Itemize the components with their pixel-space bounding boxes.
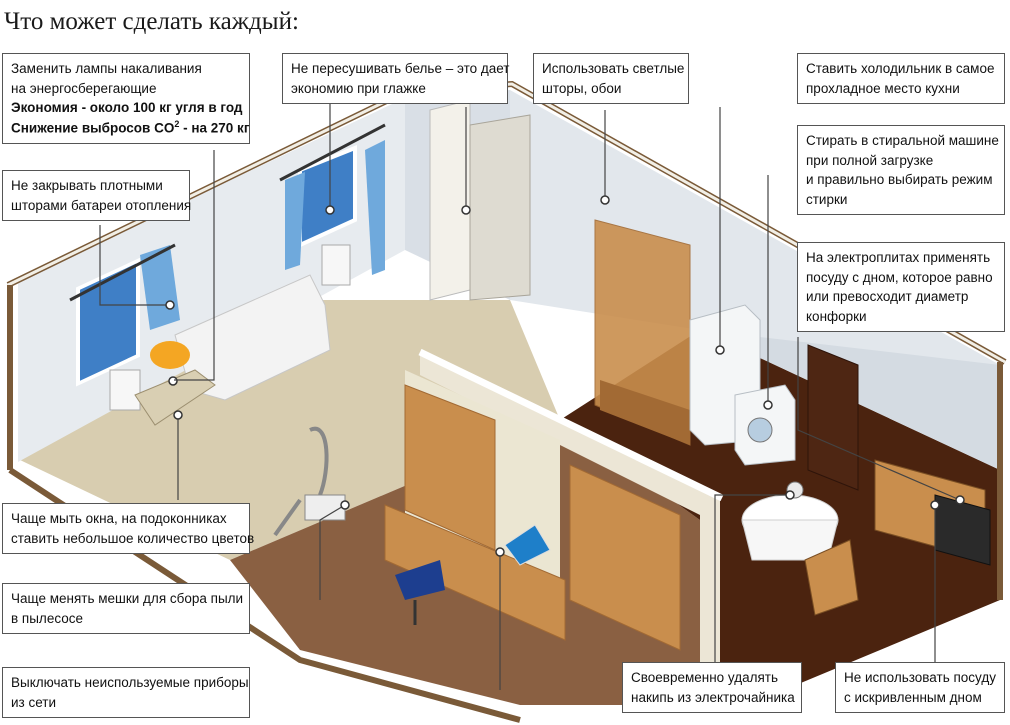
study-bookshelf-2 [569,464,681,651]
study-desk [384,504,566,641]
callout-laundry-dry-line-2: экономию при глажке [291,80,426,96]
callout-cookware-line-3: или превосходит диаметр [806,289,969,305]
laptop [504,524,551,566]
callout-light-curtains-line-2: шторы, обои [542,80,622,96]
callout-radiators: Не закрывать плотными шторами батареи от… [2,170,192,222]
emission-suffix: - на 270 кг [179,120,250,136]
callout-cookware-line-2: посуду с дном, которое равно [806,269,993,285]
hall-door [429,99,471,301]
callout-cookware: На электроплитах применять посуду с дном… [797,242,1005,333]
callout-laundry-dry-line-1: Не пересушивать белье – это дает [291,61,510,76]
pointer-dots [165,195,965,557]
callout-vacuum: Чаще менять мешки для сбора пыли в пылес… [2,583,250,635]
callout-fridge-line-2: прохладное место кухни [806,80,960,96]
callout-windows: Чаще мыть окна, на подоконниках ставить … [2,503,255,555]
callout-lamps-emission: Снижение выбросов CO2 - на 270 кг [11,118,249,138]
right-window [279,123,386,275]
office-chair [395,560,445,625]
callout-washing-line-3: и правильно выбирать режим [806,172,993,188]
callout-radiators-line-2: шторами батареи отопления [11,197,192,213]
callout-washing: Стирать в стиральной машине при полной з… [797,125,1005,216]
dining-chair [804,539,859,616]
callout-fridge: Ставить холодильник в самое прохладное м… [797,53,1005,105]
callout-light-curtains-line-1: Использовать светлые [542,61,685,76]
kitchen-counter [600,380,690,445]
callout-windows-line-2: ставить небольшое количество цветов [11,530,255,546]
callout-washing-line-4: стирки [806,191,848,207]
radiator-right [321,244,351,286]
page-title: Что может сделать каждый: [4,8,299,35]
callout-curved-pots-line-1: Не использовать посуду [844,670,996,685]
callout-curved-pots-line-2: с искривленным дном [844,689,982,705]
lamp-shade [150,341,190,369]
callout-washing-line-2: при полной загрузке [806,152,934,168]
callout-curved-pots: Не использовать посуду с искривленным дн… [835,662,1005,714]
callout-laundry-dry: Не пересушивать белье – это дает экономи… [282,53,510,105]
leader-lines [99,90,961,690]
callout-devices: Выключать неиспользуемые приборы из сети [2,667,250,719]
callout-fridge-line-1: Ставить холодильник в самое [806,61,995,76]
callout-devices-line-2: из сети [11,694,57,710]
callout-lamps: Заменить лампы накаливания на энергосбер… [2,53,250,144]
callout-lamps-line-2: на энергосберегающие [11,80,157,96]
callout-kettle-line-1: Своевременно удалять [631,670,779,685]
kitchen-door [807,344,859,491]
callout-kettle: Своевременно удалять накипь из электроча… [622,662,802,714]
partition-wall-study-cap [418,348,724,502]
partition-wall-study [420,355,720,705]
callout-washing-line-1: Стирать в стиральной машине [806,133,999,148]
callout-lamps-economy: Экономия - около 100 кг угля в год [11,100,243,116]
callout-vacuum-line-2: в пылесосе [11,610,83,626]
wardrobe [469,114,531,301]
callout-cookware-line-4: конфорки [806,308,867,324]
study-bookshelf [404,384,496,551]
callout-kettle-line-2: накипь из электрочайника [631,689,795,705]
lamp-pointer [168,376,178,386]
emission-prefix: Снижение выбросов CO [11,120,175,136]
washing-machine-door [747,417,773,443]
emission-sup: 2 [174,118,180,129]
callout-devices-line-1: Выключать неиспользуемые приборы [11,675,249,690]
callout-vacuum-line-1: Чаще менять мешки для сбора пыли [11,591,244,606]
callout-cookware-line-1: На электроплитах применять [806,250,991,265]
callout-lamps-line-1: Заменить лампы накаливания [11,61,202,76]
callout-radiators-line-1: Не закрывать плотными [11,178,163,193]
radiator-left [109,369,141,411]
callout-windows-line-1: Чаще мыть окна, на подоконниках [11,511,227,526]
callout-light-curtains: Использовать светлые шторы, обои [533,53,689,105]
